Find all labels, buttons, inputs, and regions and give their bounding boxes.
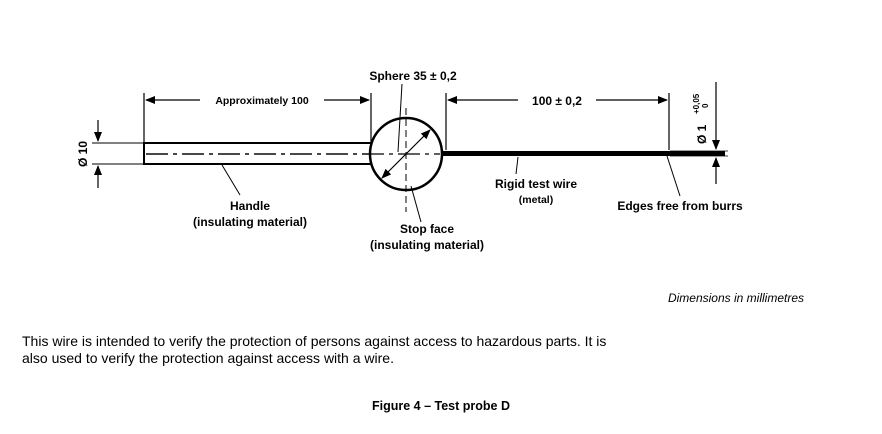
test-probe-drawing: Approximately 100 100 ± 0,2 Sphere 35 ± …	[76, 69, 743, 252]
description-line-1: This wire is intended to verify the prot…	[22, 333, 607, 349]
test-wire	[442, 151, 725, 156]
handle-diameter-label: Ø 10	[76, 141, 90, 167]
sphere-label: Sphere 35 ± 0,2	[369, 69, 457, 83]
handle-material-label: (insulating material)	[193, 215, 307, 229]
description: This wire is intended to verify the prot…	[22, 333, 822, 367]
handle-label: Handle	[230, 199, 270, 213]
stop-face-material-label: (insulating material)	[370, 238, 484, 252]
wire-length-label: 100 ± 0,2	[532, 94, 582, 108]
edges-label: Edges free from burrs	[617, 199, 743, 213]
wire-leader	[515, 156, 519, 175]
stop-face-label: Stop face	[400, 222, 454, 236]
sphere-diameter-dimension	[381, 129, 431, 179]
handle-leader	[221, 164, 241, 196]
sphere-label-leader	[397, 83, 403, 153]
handle-length-label: Approximately 100	[215, 95, 309, 107]
figure-caption: Figure 4 – Test probe D	[372, 399, 510, 413]
wire-label: Rigid test wire	[495, 177, 577, 191]
edges-leader	[666, 155, 681, 197]
wire-diameter-label: Ø 1	[695, 124, 709, 144]
wire-tolerance-upper: +0,05	[692, 93, 701, 114]
wire-tolerance-lower: 0	[701, 103, 710, 108]
wire-material-label: (metal)	[519, 194, 553, 206]
description-line-2: also used to verify the protection again…	[22, 350, 394, 366]
stop-face-leader	[410, 185, 422, 223]
units-note: Dimensions in millimetres	[667, 291, 804, 305]
